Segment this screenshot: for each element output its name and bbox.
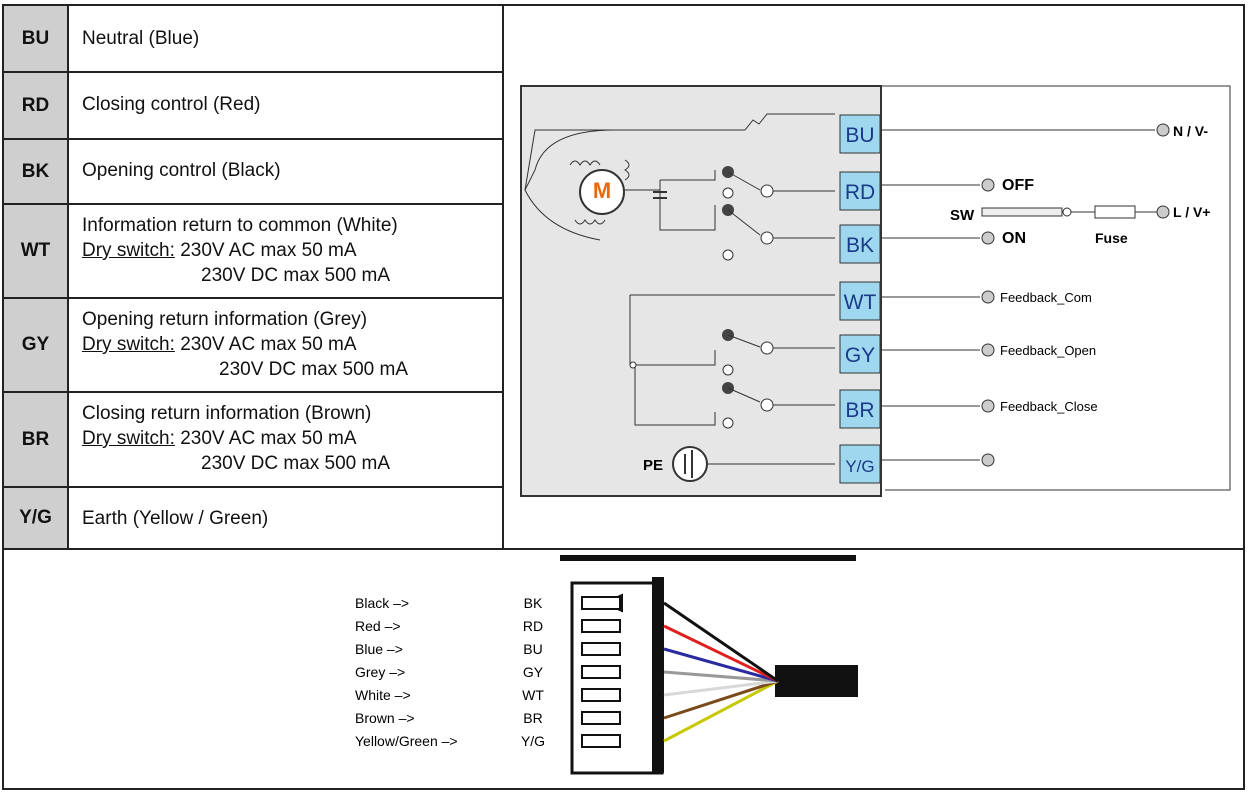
connector-pin (581, 734, 621, 748)
row-line (2, 486, 502, 488)
wire (663, 679, 779, 697)
wire-code: BR (4, 393, 67, 486)
terminal-block (839, 171, 881, 211)
dry-switch-label: Dry switch: (82, 334, 175, 355)
terminal-block (839, 389, 881, 429)
fuse-symbol (1094, 205, 1136, 219)
connector-pin (581, 596, 621, 610)
feedback-com-label: Feedback_Com (1000, 290, 1092, 305)
wire-description-block: Closing return information (Brown) Dry s… (82, 401, 390, 476)
wire-color-label: Grey –> (355, 664, 405, 680)
row-line (2, 203, 502, 205)
terminal-block (839, 114, 881, 154)
wire-color-label: Blue –> (355, 641, 403, 657)
dc-rating: 230V DC max 500 mA (219, 359, 409, 380)
off-label: OFF (1002, 177, 1034, 194)
sw-label: SW (950, 207, 975, 224)
dry-switch-ac: Dry switch: 230V AC max 50 mA (82, 238, 398, 263)
wire-description: Opening control (Black) (82, 160, 281, 181)
row-line (2, 297, 502, 299)
on-label: ON (1002, 230, 1026, 247)
terminal-block (839, 224, 881, 264)
wire-color-label: Black –> (355, 595, 409, 611)
row-line (2, 71, 502, 73)
wire-code: Y/G (4, 488, 67, 548)
connector-pin (581, 711, 621, 725)
wiring-schematic: M PE BU RD BK WT GY BR Y/G N / V- OFF ON SW (520, 85, 1231, 497)
connector-pin (581, 619, 621, 633)
diagram-frame (2, 4, 1245, 790)
terminal-label: WT (844, 291, 877, 314)
ac-rating: 230V AC max 50 mA (180, 428, 357, 449)
wire-code: GY (4, 299, 67, 391)
earth-symbol (672, 446, 708, 482)
table-divider-right (502, 4, 504, 549)
connector-pin (581, 688, 621, 702)
switch-symbol (981, 207, 1063, 217)
wire-code-label: Y/G (521, 733, 545, 749)
wire-code-label: RD (523, 618, 543, 634)
wire-code-label: WT (522, 687, 544, 703)
connector-diagram: Black –> BK Red –> RD Blue –> BU Grey –> GY Whit… (355, 555, 858, 775)
wire (663, 670, 779, 683)
wire-color-label: Yellow/Green –> (355, 733, 458, 749)
wire-description: Earth (Yellow / Green) (82, 508, 269, 529)
pe-label: PE (643, 457, 663, 474)
terminal-block (839, 281, 881, 321)
wire-description: Closing control (Red) (82, 94, 261, 115)
wire-description-block: Information return to common (White) Dry… (82, 213, 398, 288)
wire-code-label: BU (523, 641, 542, 657)
feedback-open-label: Feedback_Open (1000, 343, 1096, 358)
live-label: L / V+ (1173, 204, 1210, 220)
terminal-block (839, 334, 881, 374)
row-line (2, 138, 502, 140)
feedback-close-label: Feedback_Close (1000, 399, 1098, 414)
wire-code: WT (4, 205, 67, 297)
connector-pin (581, 665, 621, 679)
terminal-block (839, 444, 881, 484)
wire-description: Closing return information (Brown) (82, 403, 372, 424)
terminal-label: GY (845, 344, 875, 367)
dc-rating: 230V DC max 500 mA (201, 265, 391, 286)
wire-code-label: GY (523, 664, 544, 680)
wire (663, 679, 779, 743)
wire (663, 647, 779, 683)
ac-rating: 230V AC max 50 mA (180, 240, 357, 261)
terminal-label: Y/G (845, 457, 874, 476)
dry-switch-ac: Dry switch: 230V AC max 50 mA (82, 332, 408, 357)
motor-label: M (593, 178, 611, 203)
wire-description: Opening return information (Grey) (82, 309, 368, 330)
wire-description-block: Opening return information (Grey) Dry sw… (82, 307, 408, 382)
wire-color-label: Red –> (355, 618, 401, 634)
terminal-label: BU (845, 124, 874, 147)
dry-switch-label: Dry switch: (82, 240, 175, 261)
ac-rating: 230V AC max 50 mA (180, 334, 357, 355)
dry-switch-label: Dry switch: (82, 428, 175, 449)
connector-pin (581, 642, 621, 656)
wire-code: BK (4, 140, 67, 203)
wire-color-label: Brown –> (355, 710, 415, 726)
wire-description: Information return to common (White) (82, 215, 398, 236)
wire (663, 679, 779, 720)
motor-symbol (579, 169, 625, 215)
wire (663, 624, 779, 683)
dry-switch-ac: Dry switch: 230V AC max 50 mA (82, 426, 390, 451)
terminal-label: BR (845, 399, 874, 422)
dc-rating: 230V DC max 500 mA (201, 453, 391, 474)
wire-description: Neutral (Blue) (82, 28, 200, 49)
table-bottom-line (2, 548, 1245, 550)
wire (663, 601, 779, 683)
row-line (2, 391, 502, 393)
fuse-label: Fuse (1095, 230, 1128, 246)
wire-code: BU (4, 6, 67, 71)
wire-code-label: BR (523, 710, 542, 726)
terminal-label: BK (846, 234, 874, 257)
wire-color-label: White –> (355, 687, 411, 703)
wire-code: RD (4, 73, 67, 138)
terminal-label: RD (845, 181, 875, 204)
neutral-label: N / V- (1173, 123, 1208, 139)
table-divider-left (67, 4, 69, 549)
wire-code-label: BK (524, 595, 543, 611)
